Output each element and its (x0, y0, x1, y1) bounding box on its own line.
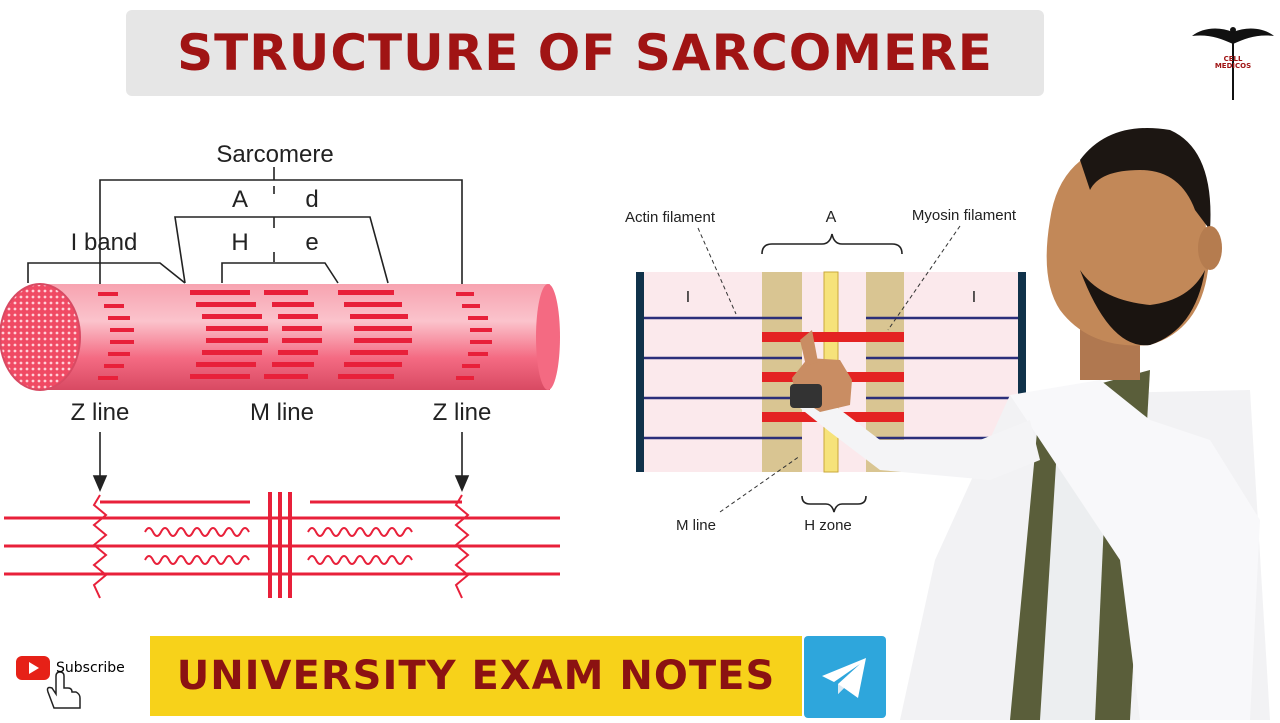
page-title: STRUCTURE OF SARCOMERE (177, 24, 993, 82)
a-label: A (826, 209, 837, 226)
i-right-label: I (972, 289, 976, 306)
a-band-label-1: A (232, 186, 248, 213)
subscribe-label[interactable]: Subscribe (56, 660, 125, 676)
actin-filament-label: Actin filament (625, 209, 716, 226)
myosin-filament-label: Myosin filament (912, 207, 1017, 224)
muscle-fiber-diagram: Sarcomere A d H e I band Z line M line Z… (0, 141, 560, 599)
m-line-label: M line (250, 399, 314, 426)
h-zone-label: H zone (804, 517, 852, 534)
a-band-stripes (98, 290, 492, 380)
logo-text: CELL MEDICOS (1214, 55, 1252, 70)
h-zone-label-2: e (305, 229, 318, 256)
exam-notes-text: UNIVERSITY EXAM NOTES (176, 653, 776, 699)
title-banner: STRUCTURE OF SARCOMERE (126, 10, 1044, 96)
i-band-label: I band (71, 229, 138, 256)
a-band-label-2: d (305, 186, 318, 213)
sarcomere-label: Sarcomere (216, 141, 333, 168)
m-line-label-right: M line (676, 517, 716, 534)
i-left-label: I (686, 289, 690, 306)
z-line-left-label: Z line (71, 399, 130, 426)
caduceus-icon (1192, 27, 1274, 100)
h-zone-label-1: H (231, 229, 248, 256)
telegram-button[interactable] (804, 636, 886, 718)
z-line-right-label: Z line (433, 399, 492, 426)
subscribe-widget[interactable] (14, 652, 144, 712)
youtube-icon (16, 656, 50, 680)
exam-notes-banner: UNIVERSITY EXAM NOTES (150, 636, 802, 716)
telegram-icon (822, 658, 866, 698)
hand-cursor-icon (46, 671, 81, 709)
filament-detail (4, 492, 560, 599)
presenter-figure (790, 128, 1270, 720)
